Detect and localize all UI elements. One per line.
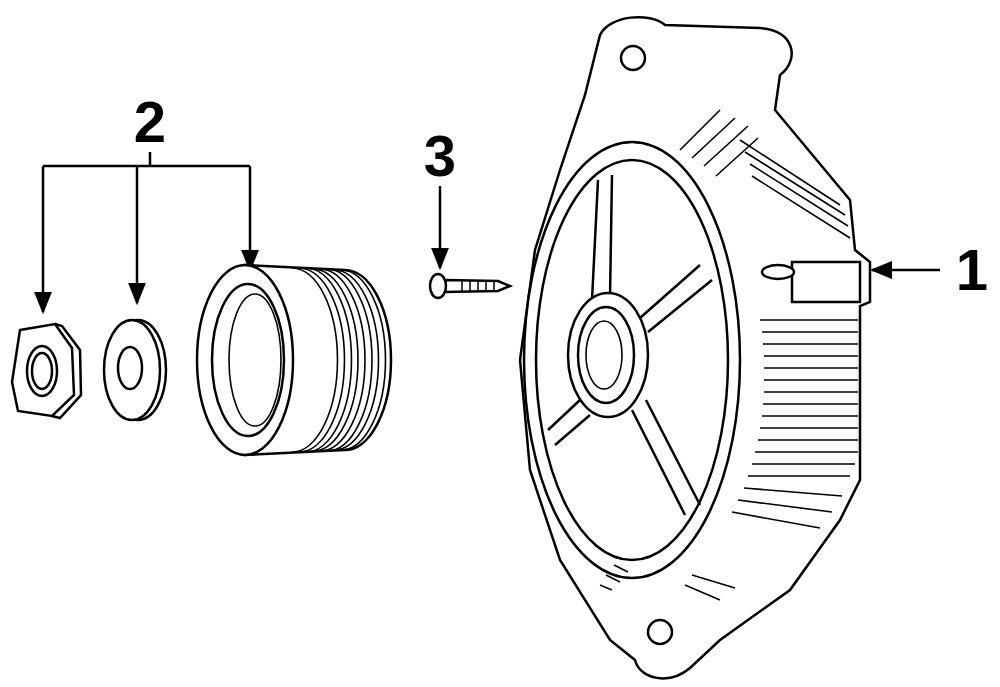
- callout-number: 3: [424, 127, 456, 185]
- leader-line-part: [872, 269, 940, 272]
- housing-part-part: [685, 575, 735, 600]
- pulley-part: [197, 265, 293, 455]
- leader-line-part: [439, 186, 442, 268]
- housing-part-part: [680, 110, 758, 176]
- housing-part: [536, 160, 728, 560]
- pulley-part: [334, 270, 378, 450]
- housing-part-part: [548, 400, 590, 445]
- housing-part: [648, 620, 672, 644]
- housing-part-part: [592, 175, 612, 300]
- callout-number: 1: [956, 241, 988, 299]
- housing-part-part: [640, 265, 712, 332]
- leader-line-part: [43, 165, 250, 168]
- bolt-part: [462, 280, 494, 292]
- housing-part: [520, 17, 870, 678]
- housing-part: [762, 265, 794, 279]
- bolt-part: [445, 280, 510, 292]
- housing-part: [600, 565, 628, 590]
- housing-part-part: [740, 140, 850, 238]
- pulley-part: [341, 270, 385, 450]
- washer-part: [118, 347, 142, 389]
- leader-line-part: [149, 152, 152, 166]
- housing-part: [578, 307, 634, 403]
- housing-part-part: [732, 320, 858, 528]
- housing-part: [621, 46, 645, 70]
- leader-line-part: [249, 166, 252, 270]
- nut: [12, 324, 81, 418]
- leader-line-part: [136, 166, 139, 303]
- washer-part: [104, 320, 160, 420]
- pulley-part: [212, 284, 284, 436]
- nut-part: [12, 324, 74, 416]
- housing-part: [792, 262, 860, 302]
- leader-line-part: [42, 166, 45, 312]
- pulley-part: [229, 294, 281, 426]
- housing-part: [524, 142, 740, 578]
- washer: [104, 320, 166, 420]
- housing-part: [586, 321, 622, 389]
- housing: [520, 17, 870, 678]
- bolt: [430, 274, 510, 298]
- nut-part: [32, 353, 52, 389]
- callout-number: 2: [134, 93, 166, 151]
- housing-part: [548, 175, 712, 515]
- pulley: [197, 265, 391, 455]
- nut-part: [27, 346, 57, 396]
- bolt-part: [430, 274, 446, 298]
- housing-part: [568, 293, 648, 417]
- housing-part-part: [632, 400, 700, 515]
